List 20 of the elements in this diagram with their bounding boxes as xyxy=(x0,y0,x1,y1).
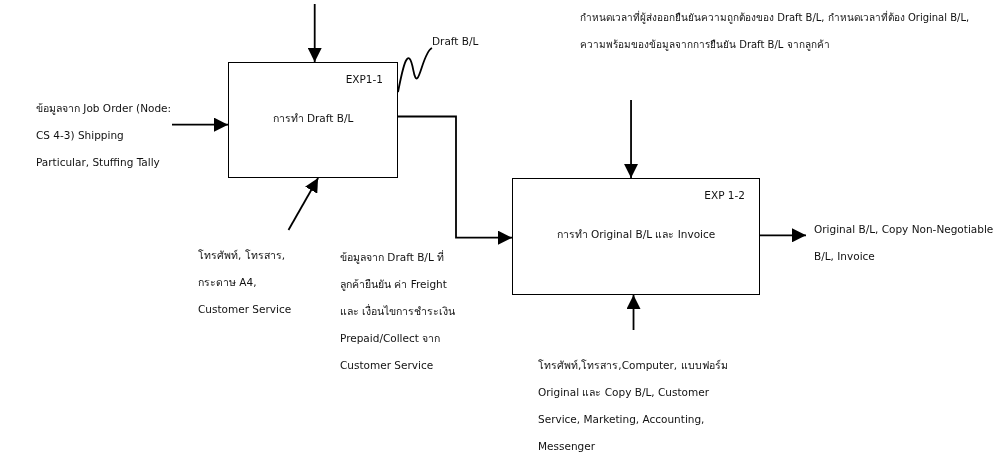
arrow xyxy=(287,177,319,231)
arrow xyxy=(759,228,807,243)
flow-label: Original B/L, Copy Non-Negotiable B/L, Invoice xyxy=(806,216,998,300)
flow-label: กำหนดเวลาที่ผู้ส่งออกยืนยันความถูกต้องของ Draft B/L, กำหนดเวลาที่ต้อง Original B/L, ความพร้อมของข้อมูลจากการยืนยัน Draft B/L จากลูกค้า xyxy=(580,4,982,100)
arrow xyxy=(624,99,639,179)
process-label: การทำ Original B/L และ Invoice xyxy=(555,227,717,242)
process-box xyxy=(512,178,760,295)
arrow xyxy=(171,117,229,132)
process-label: การทำ Draft B/L xyxy=(271,111,355,126)
flow-label: โทรศัพท์,โทรสาร,Computer, แบบฟอร์ม Original และ Copy B/L, Customer Service, Marketing, Accounting, Messenger xyxy=(538,330,728,470)
node-number: EXP 1-2 xyxy=(704,189,745,201)
input-label: ข้อมูลจาก Draft B/L ที่ลูกค้ายืนยัน ค่า Freight และ เงื่อนไขการชำระเงิน Prepaid/Collect จาก Customer Service xyxy=(340,249,457,373)
flow-label: โทรศัพท์, โทรสาร, กระดาษ A4, Customer Service xyxy=(198,230,302,360)
arrow xyxy=(397,115,513,245)
arrow xyxy=(626,294,641,331)
process-box xyxy=(228,62,398,178)
flow-label: Draft B/L xyxy=(432,28,502,48)
flow-label: ข้อมูลจาก Job Order (Node: CS 4-3) Shipping Particular, Stuffing Tally xyxy=(36,95,172,220)
node-number: EXP1-1 xyxy=(345,73,383,85)
arrow xyxy=(307,3,322,63)
